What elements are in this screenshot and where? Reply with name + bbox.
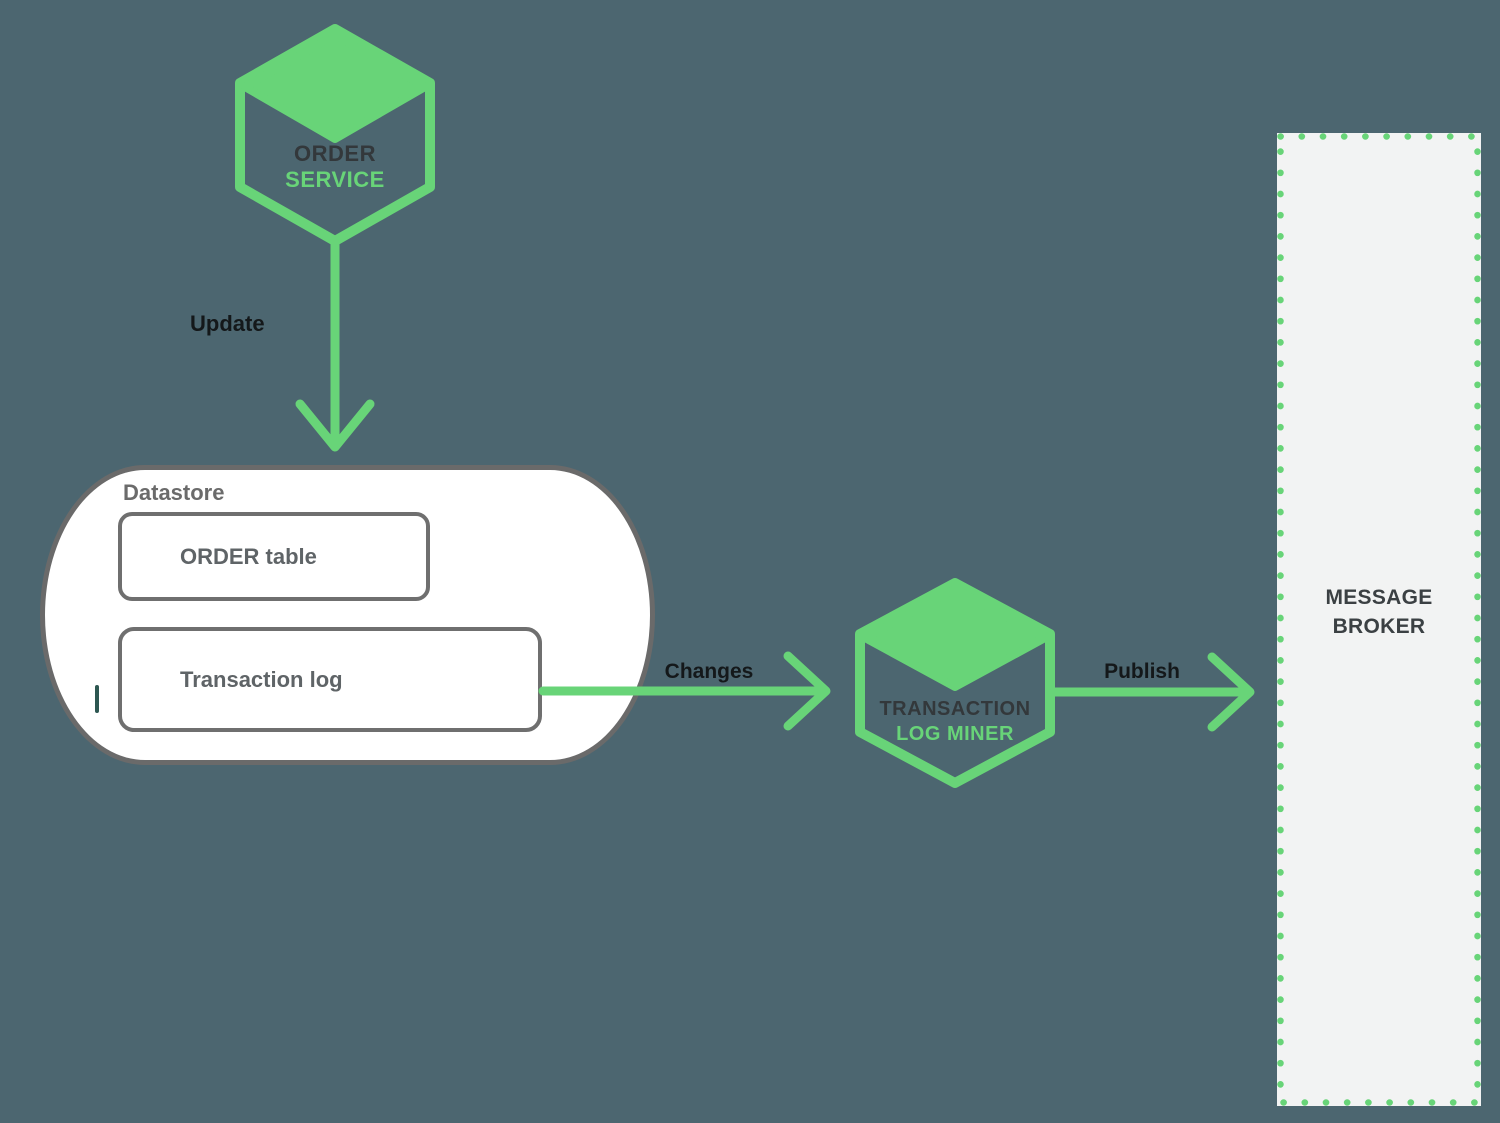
update-edge-label: Update xyxy=(190,311,265,336)
publish-arrow-head-icon xyxy=(1207,652,1255,732)
publish-edge-label: Publish xyxy=(1104,660,1180,683)
log-miner-label-line2: LOG MINER xyxy=(896,723,1014,745)
stray-artifact-mark xyxy=(95,685,99,713)
message-broker-label-line2: BROKER xyxy=(1332,615,1426,638)
datastore-container: Datastore ORDER table Transaction log xyxy=(40,465,655,765)
transaction-log-miner-node: TRANSACTION LOG MINER xyxy=(853,697,1057,747)
changes-arrow-head-icon xyxy=(783,651,831,731)
changes-edge-label: Changes xyxy=(664,660,754,683)
log-miner-label-line1: TRANSACTION xyxy=(879,698,1031,720)
transaction-log-box: Transaction log xyxy=(118,627,542,732)
order-service-hexagon-icon xyxy=(235,24,435,246)
message-broker-label: MESSAGE BROKER xyxy=(1277,583,1481,641)
order-table-label: ORDER table xyxy=(180,543,317,569)
update-arrow-head-icon xyxy=(295,399,375,452)
message-broker-label-line1: MESSAGE xyxy=(1325,586,1433,609)
message-broker-dotted-border xyxy=(1277,133,1481,1106)
order-service-node: ORDER SERVICE xyxy=(233,141,437,193)
datastore-title: Datastore xyxy=(123,480,225,505)
order-service-label-line2: SERVICE xyxy=(285,167,385,192)
order-table-box: ORDER table xyxy=(118,512,430,601)
transaction-log-miner-hexagon-icon xyxy=(855,578,1055,788)
order-service-label-line1: ORDER xyxy=(294,141,376,166)
transaction-log-label: Transaction log xyxy=(180,666,343,692)
message-broker-panel: MESSAGE BROKER xyxy=(1277,133,1481,1106)
